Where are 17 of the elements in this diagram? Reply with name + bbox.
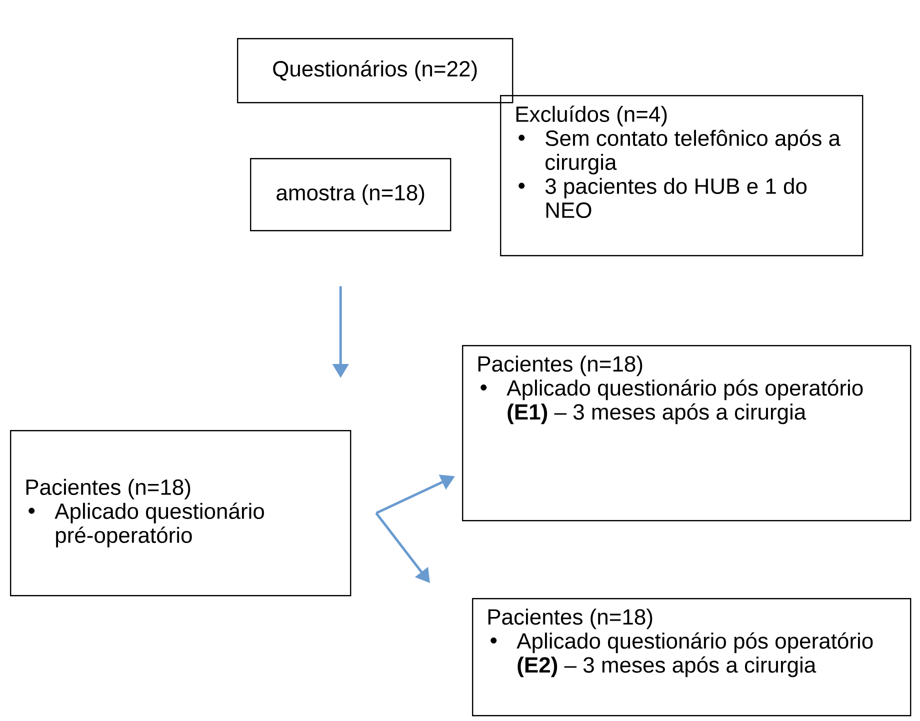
process-box bbox=[237, 38, 514, 104]
box-heading: Questionários (n=22) bbox=[273, 60, 477, 81]
box-heading: Pacientes (n=18) bbox=[26, 478, 190, 500]
box-heading: Pacientes (n=18) bbox=[488, 608, 652, 630]
box-heading: amostra (n=18) bbox=[276, 184, 424, 205]
process-box bbox=[10, 430, 352, 596]
process-box bbox=[462, 345, 912, 522]
bullet-item: 3 pacientes do HUB e 1 do NEO bbox=[518, 178, 807, 218]
process-box bbox=[472, 598, 912, 716]
process-box bbox=[250, 158, 452, 232]
box-heading: Pacientes (n=18) bbox=[478, 356, 642, 376]
box-heading: Excluídos (n=4) bbox=[516, 106, 667, 126]
bullet-item: Sem contato telefônico após a cirurgia bbox=[518, 130, 841, 174]
bullet-item: Aplicado questionário pós operatório (E1) – 3 meses após a cirurgia bbox=[480, 379, 863, 424]
bullet-item: Aplicado questionário pré-operatório bbox=[28, 502, 264, 548]
process-box bbox=[500, 95, 864, 256]
bullet-item: Aplicado questionário pós operatório (E2) – 3 meses após a cirurgia bbox=[490, 632, 873, 678]
